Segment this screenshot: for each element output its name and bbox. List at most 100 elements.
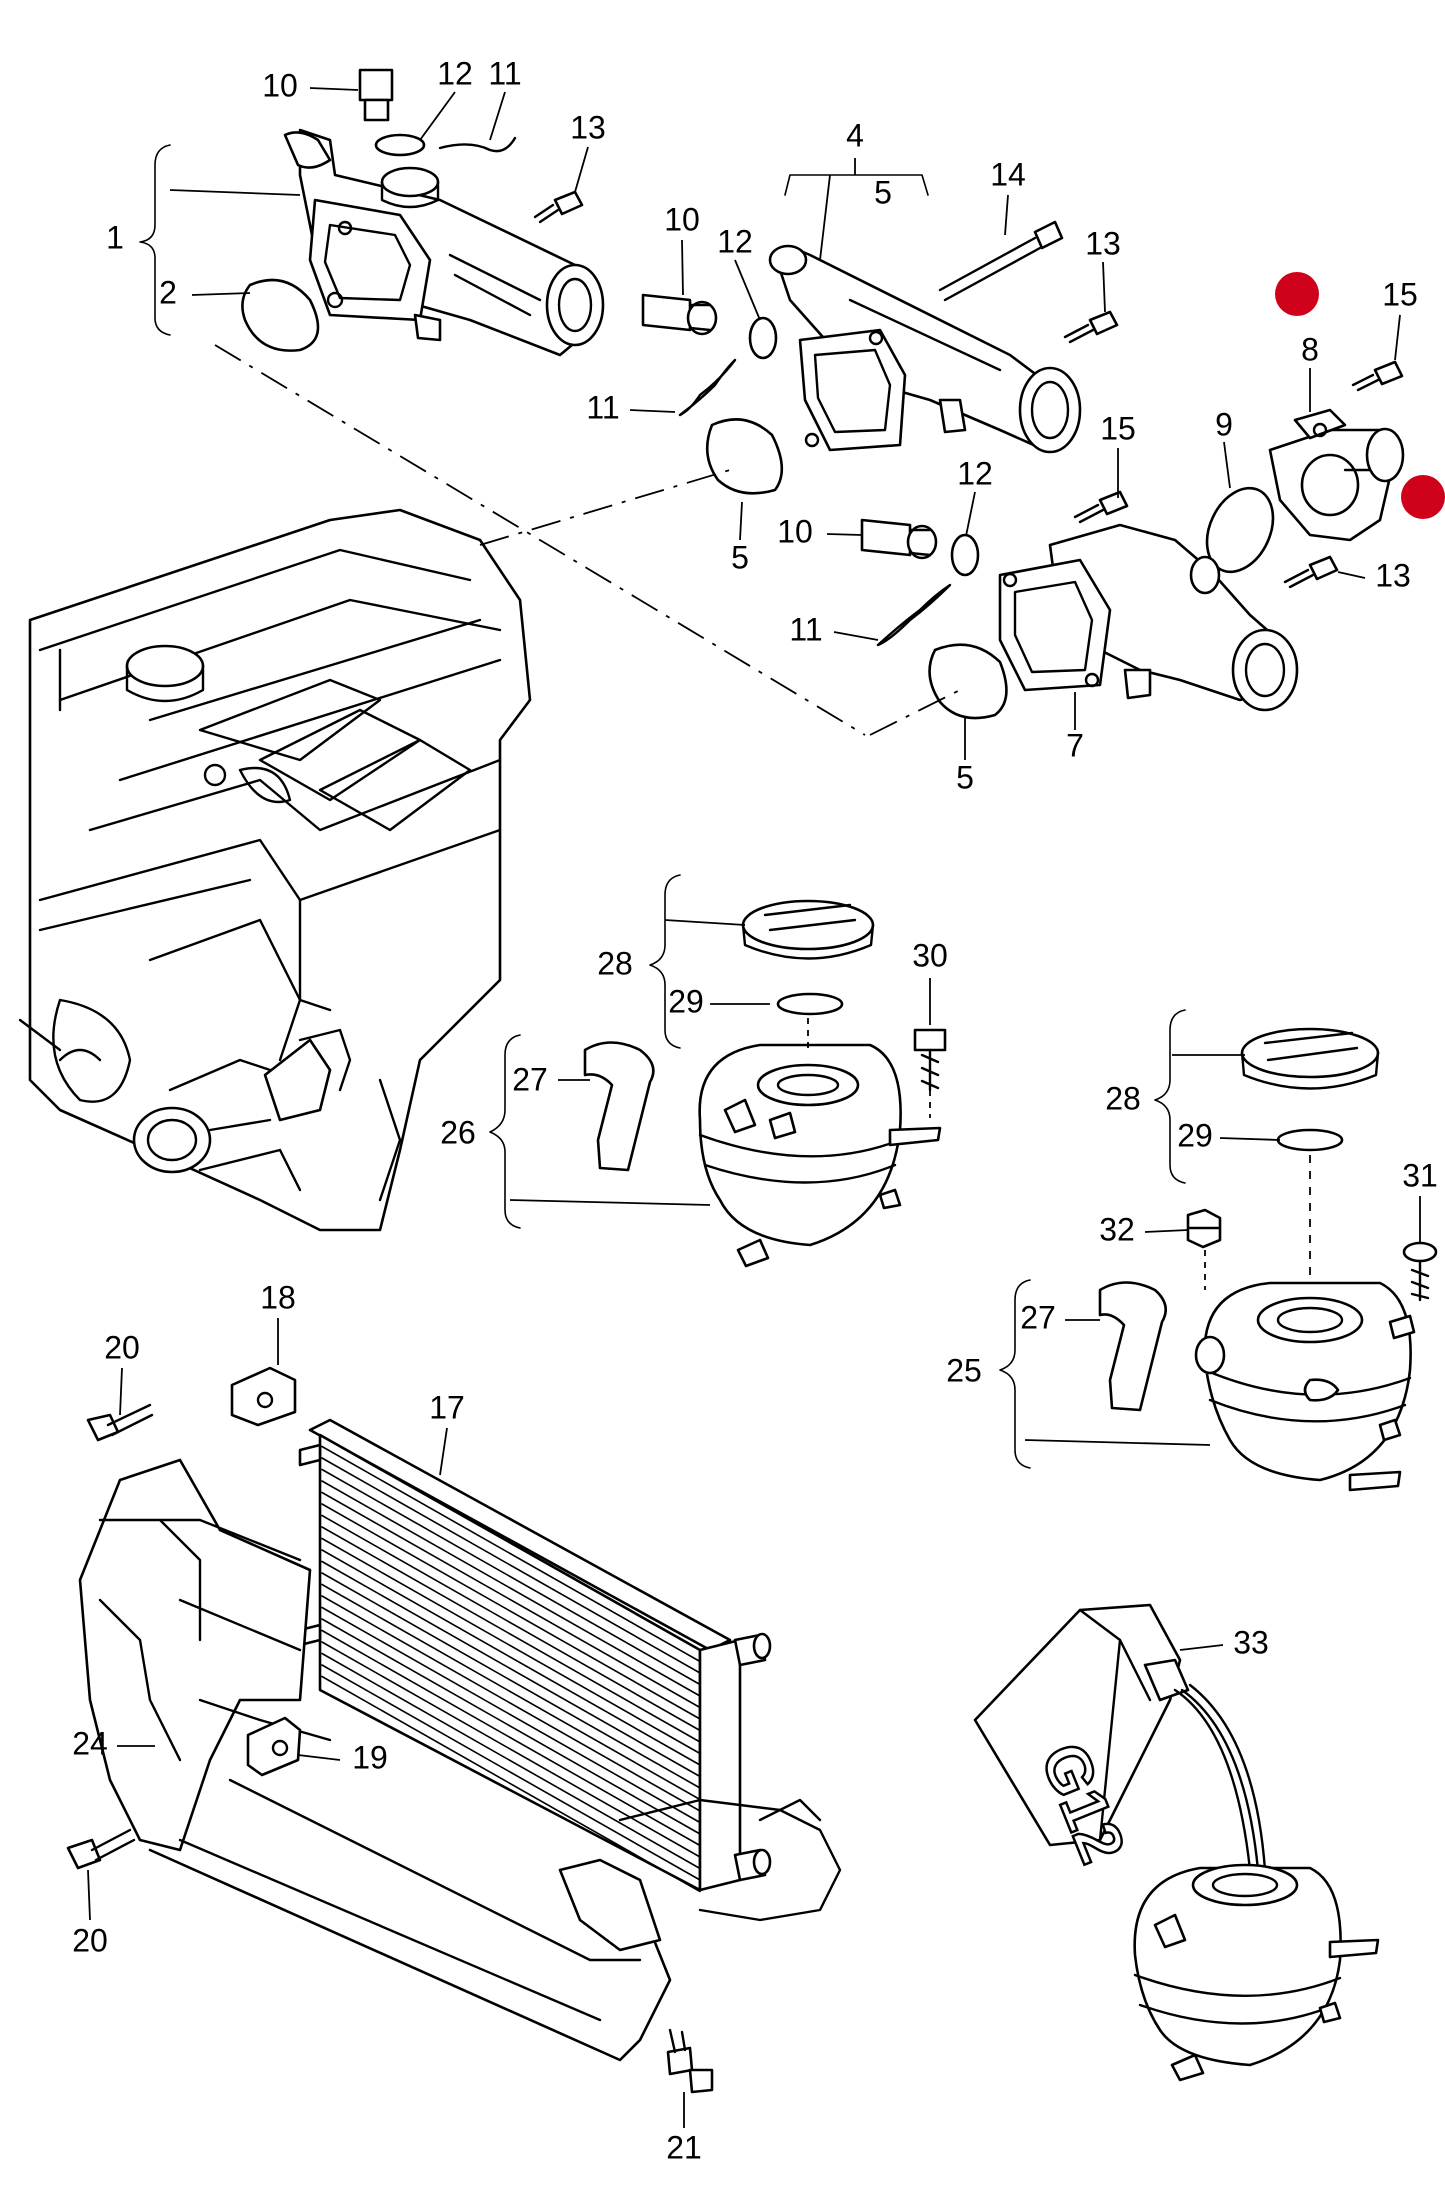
callout-c5c: 5 <box>956 759 974 795</box>
clip-11c-drawing <box>876 583 952 647</box>
o-ring-12a-drawing <box>374 133 426 157</box>
o-ring-9-drawing <box>1205 486 1275 574</box>
gasket-2-drawing <box>241 278 320 352</box>
expansion-tank-fill-drawing <box>1133 1863 1380 2082</box>
gasket-5a-drawing <box>705 418 784 495</box>
callout-c4: 4 <box>846 117 864 153</box>
red-marker-dot-m2 <box>1401 475 1445 519</box>
callout-c24: 24 <box>72 1725 108 1761</box>
radiator-fin <box>321 1583 701 1801</box>
radiator-fin <box>321 1468 701 1686</box>
callout-c33: 33 <box>1233 1624 1269 1660</box>
callout-c19: 19 <box>352 1739 388 1775</box>
coolant-flange-8-drawing <box>1268 408 1405 542</box>
callout-c12b: 12 <box>717 223 753 259</box>
radiator-fin <box>321 1503 701 1720</box>
nut-32-drawing <box>1186 1208 1222 1249</box>
guide-line-a <box>214 344 866 736</box>
callout-c21: 21 <box>666 2129 702 2165</box>
o-ring-12c-drawing <box>950 533 980 577</box>
callout-c15b: 15 <box>1100 410 1136 446</box>
callout-c11b: 11 <box>586 389 619 425</box>
radiator-fin <box>321 1491 701 1709</box>
callout-c5b: 5 <box>731 539 749 575</box>
coolant-flange-4-drawing <box>768 244 1082 454</box>
radiator-fin <box>321 1560 701 1778</box>
callout-c10b: 10 <box>664 201 700 237</box>
guide-line-c <box>479 469 731 546</box>
callout-c12a: 12 <box>437 55 473 91</box>
radiator-17-drawing <box>298 1418 772 1893</box>
callout-c27a: 27 <box>512 1061 548 1097</box>
radiator-fin <box>321 1664 701 1881</box>
sensor-10c-drawing <box>860 518 938 560</box>
o-ring-12b-drawing <box>748 316 778 360</box>
radiator-fin <box>321 1457 701 1674</box>
callout-c1: 1 <box>106 219 124 255</box>
coolant-container-33-drawing: G12 <box>973 1603 1267 1874</box>
callout-c14: 14 <box>990 156 1026 192</box>
sensor-10a-drawing <box>358 68 394 122</box>
callout-c10c: 10 <box>777 513 813 549</box>
callout-c13a: 13 <box>570 109 606 145</box>
bolt-13c-drawing <box>1283 555 1339 589</box>
leader-lines <box>87 87 1421 2128</box>
expansion-tank-26-drawing <box>698 899 942 1268</box>
callout-c20a: 20 <box>104 1329 140 1365</box>
expansion-tank-25-drawing <box>1194 1027 1416 1492</box>
radiator-fins <box>321 1445 701 1893</box>
callout-c18: 18 <box>260 1279 296 1315</box>
radiator-fin <box>321 1641 701 1858</box>
clip-11b-drawing <box>678 358 737 417</box>
callout-c13c: 13 <box>1375 557 1411 593</box>
callout-c8: 8 <box>1301 331 1319 367</box>
callout-c5a: 5 <box>874 174 892 210</box>
callout-c20b: 20 <box>72 1922 108 1958</box>
callout-c31: 31 <box>1402 1157 1438 1193</box>
radiator-fin <box>321 1618 701 1835</box>
sensor-21-drawing <box>666 2028 714 2094</box>
screw-30-drawing <box>913 1028 947 1092</box>
callout-c7: 7 <box>1066 727 1084 763</box>
radiator-fin <box>321 1549 701 1766</box>
callout-c9: 9 <box>1215 406 1233 442</box>
hose-27b-drawing <box>1098 1281 1167 1412</box>
sensor-10b-drawing <box>641 293 718 336</box>
marker-layer <box>1275 272 1445 519</box>
screw-31-drawing <box>1402 1241 1438 1302</box>
bolt-14-drawing <box>938 220 1064 302</box>
radiator-fin <box>321 1652 701 1870</box>
radiator-fin <box>321 1537 701 1755</box>
callout-c11c: 11 <box>789 611 822 647</box>
callout-c17: 17 <box>429 1389 465 1425</box>
guide-line-b <box>869 689 961 736</box>
callout-c29b: 29 <box>1177 1117 1213 1153</box>
gasket-5b-drawing <box>928 643 1008 720</box>
bolt-20b-drawing <box>66 1828 136 1870</box>
engine-block-drawing <box>18 508 532 1232</box>
callout-c30: 30 <box>912 937 948 973</box>
callout-c28b: 28 <box>1105 1080 1141 1116</box>
callout-c10a: 10 <box>262 67 298 103</box>
callout-c32: 32 <box>1099 1211 1135 1247</box>
callout-c15a: 15 <box>1382 276 1418 312</box>
radiator-fin <box>321 1606 701 1824</box>
lock-carrier-24-drawing <box>78 1458 842 2062</box>
callout-c26: 26 <box>440 1114 476 1150</box>
bracket-19-drawing <box>246 1716 302 1777</box>
radiator-fin <box>321 1572 701 1789</box>
bracket-18-drawing <box>230 1366 297 1427</box>
callout-c13b: 13 <box>1085 225 1121 261</box>
radiator-fin <box>321 1675 701 1893</box>
radiator-fin <box>321 1526 701 1743</box>
bolt-15b-drawing <box>1073 490 1129 524</box>
callout-c12c: 12 <box>957 455 993 491</box>
bolt-15a-drawing <box>1351 360 1404 392</box>
radiator-fin <box>321 1480 701 1697</box>
radiator-fin <box>321 1445 701 1663</box>
callout-c11a: 11 <box>488 55 521 91</box>
radiator-fin <box>321 1514 701 1732</box>
